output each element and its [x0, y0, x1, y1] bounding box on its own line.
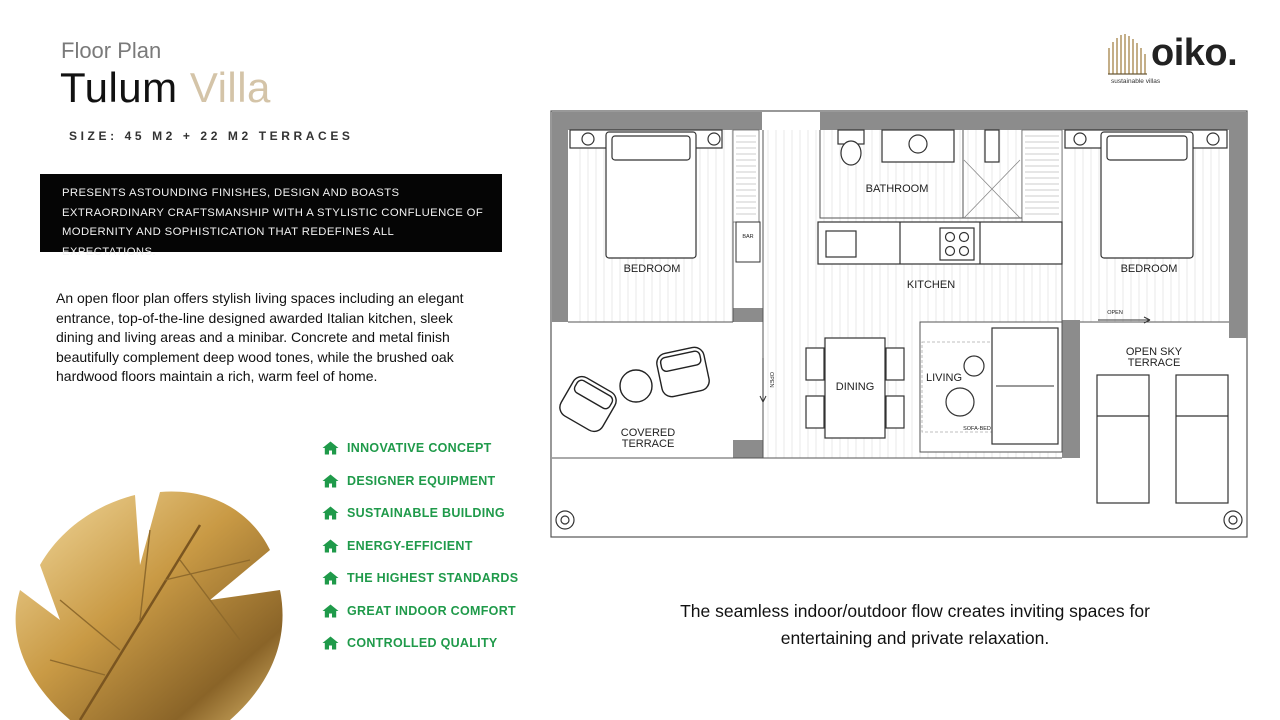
page-kicker: Floor Plan [61, 38, 162, 63]
closet [732, 129, 1063, 223]
room-kitchen: KITCHEN [907, 279, 955, 291]
feature-item: The highest standards [322, 562, 518, 595]
bed-right [1064, 129, 1228, 259]
feature-label: Innovative Concept [347, 441, 492, 456]
room-open-sky: OPEN SKY [1126, 346, 1183, 358]
room-dining: DINING [836, 381, 875, 393]
feature-label: Sustainable building [347, 506, 505, 521]
open-arrows [759, 316, 1151, 403]
dining-table [805, 337, 905, 439]
tagline-line: entertaining and private relaxation. [780, 628, 1050, 648]
open-label-right: OPEN [1107, 310, 1123, 316]
minibar [735, 221, 761, 263]
feature-item: Sustainable building [322, 497, 518, 530]
feature-label: The highest standards [347, 571, 519, 586]
feature-item: Great indoor comfort [322, 595, 518, 628]
page-title: Tulum Villa [60, 64, 271, 112]
house-icon [322, 539, 339, 553]
banner-line: PRESENTS ASTOUNDING FINISHES, DESIGN AND… [62, 187, 400, 199]
logo-subtitle: sustainable villas [1111, 78, 1161, 85]
description-line: beautifully complement deep wood tones, … [56, 348, 454, 365]
feature-item: Energy-efficient [322, 530, 518, 563]
tagline: The seamless indoor/outdoor flow creates… [620, 598, 1210, 652]
title-main: Tulum [60, 64, 178, 111]
size-line: SIZE: 45 M2 + 22 M2 TERRACES [69, 129, 354, 143]
open-label-mid: OPEN [768, 372, 774, 388]
banner-line: EXTRAORDINARY CRAFTSMANSHIP WITH A STYLI… [62, 206, 484, 219]
description-line: dining and living areas and a minibar. C… [56, 329, 450, 345]
tagline-line: The seamless indoor/outdoor flow creates… [680, 601, 1150, 621]
house-icon [322, 571, 339, 585]
sofa-bed-label: SOFA-BED [963, 426, 991, 432]
house-icon [322, 506, 339, 520]
feature-label: Energy-efficient [347, 538, 473, 553]
description-line: An open floor plan offers stylish living… [56, 290, 464, 306]
description-paragraph: An open floor plan offers stylish living… [56, 289, 496, 387]
sun-loungers [1096, 374, 1229, 504]
description-line: entrance, top-of-the-line designed award… [56, 309, 453, 326]
logo-word: oiko. [1151, 32, 1238, 74]
bed-left [569, 129, 723, 259]
feature-item: Designer Equipment [322, 465, 518, 498]
bathroom-fixtures [837, 129, 1021, 219]
kitchen-counter [817, 221, 1063, 265]
house-icon [322, 441, 339, 455]
feature-label: Designer Equipment [347, 473, 496, 488]
closet-hatch [736, 135, 1059, 215]
house-icon [322, 604, 339, 618]
room-bathroom: BATHROOM [866, 183, 929, 195]
room-labels: BEDROOM BATHROOM KITCHEN BEDROOM DINING … [621, 183, 1183, 450]
walls [552, 112, 1247, 458]
logo-mark-icon [1108, 34, 1147, 75]
living-area [919, 321, 1063, 453]
description-line: hardwood floors maintain a rich, warm fe… [56, 368, 378, 384]
room-covered-terrace: TERRACE [622, 438, 675, 450]
room-open-sky-terrace: TERRACE [1128, 357, 1181, 369]
house-icon [322, 636, 339, 650]
room-bedroom-right: BEDROOM [1121, 263, 1178, 275]
feature-list: Innovative Concept Designer Equipment Su… [322, 432, 518, 660]
floor-plan: BAR SOFA-BED [550, 110, 1248, 538]
corner-fixtures [555, 510, 1243, 530]
room-bedroom-left: BEDROOM [624, 263, 681, 275]
house-icon [322, 474, 339, 488]
bar-label: BAR [742, 234, 753, 240]
lounge-chairs [559, 346, 710, 433]
golden-leaf-image [15, 491, 283, 720]
banner-line: MODERNITY AND SOPHISTICATION THAT REDEFI… [62, 226, 394, 258]
room-covered: COVERED [621, 427, 675, 439]
title-accent: Villa [189, 64, 271, 111]
brand-logo: oiko. sustainable villas [1107, 30, 1257, 90]
feature-label: Controlled quality [347, 636, 498, 651]
banner-box: PRESENTS ASTOUNDING FINISHES, DESIGN AND… [40, 174, 502, 258]
room-living: LIVING [926, 372, 962, 384]
feature-item: Innovative Concept [322, 432, 518, 465]
feature-item: Controlled quality [322, 627, 518, 660]
feature-label: Great indoor comfort [347, 603, 516, 618]
